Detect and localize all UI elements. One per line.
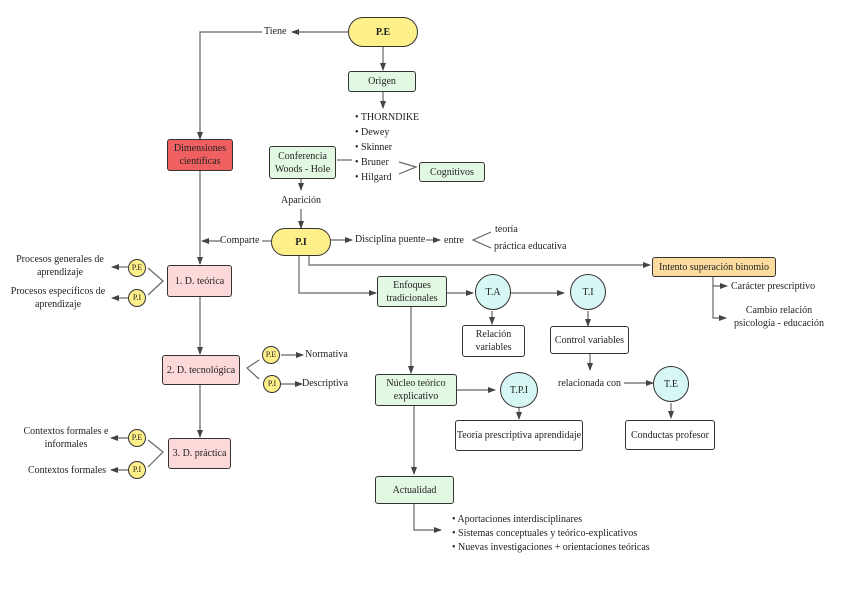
label-relacionada-con: relacionada con (558, 378, 622, 389)
node-d-practica[interactable]: 3. D. práctica (168, 438, 231, 469)
origen-list: THORNDIKE Dewey Skinner Bruner Hilgard (355, 110, 419, 185)
node-teoria-prescriptiva-aprendidaje[interactable]: Teoría prescriptiva aprendidaje (455, 420, 583, 451)
label-normativa: Normativa (305, 349, 348, 360)
label-caracter-prescriptivo: Carácter prescriptivo (731, 281, 816, 292)
node-teorica-pe[interactable]: P.E (128, 259, 146, 277)
label-comparte: Comparte (220, 235, 260, 246)
node-enfoques-tradicionales[interactable]: Enfoques tradicionales (377, 276, 447, 307)
label-contextos-formales-informales: Contextos formales e informales (23, 426, 109, 450)
actualidad-item: Sistemas conceptuales y teórico-explicat… (452, 527, 650, 541)
node-relacion-variables[interactable]: Relación variables (462, 325, 525, 357)
node-cognitivos[interactable]: Cognitivos (419, 162, 485, 182)
edge-intento-cambio (712, 286, 727, 321)
label-descriptiva: Descriptiva (302, 378, 349, 389)
node-d-tecnologica[interactable]: 2. D. tecnológica (162, 355, 240, 385)
origen-item: Bruner (355, 155, 419, 170)
label-procesos-especificos: Procesos específicos de aprendizaje (10, 286, 106, 310)
node-origen[interactable]: Origen (348, 71, 416, 92)
node-conferencia-woods-hole[interactable]: Conferencia Woods - Hole (269, 146, 336, 179)
node-actualidad[interactable]: Actualidad (375, 476, 454, 504)
node-tecno-pi[interactable]: P.I (263, 375, 281, 393)
edge-pi-intento (308, 255, 651, 268)
edge-tiene-dimensiones (197, 31, 262, 140)
node-ta[interactable]: T.A (475, 274, 511, 310)
bracket-practica (147, 439, 164, 468)
node-te[interactable]: T.E (653, 366, 689, 402)
node-practica-pe[interactable]: P.E (128, 429, 146, 447)
node-pe[interactable]: P.E (348, 17, 418, 47)
origen-item: THORNDIKE (355, 110, 419, 125)
origen-item: Hilgard (355, 170, 419, 185)
origen-item: Skinner (355, 140, 419, 155)
node-dimensiones-cientificas[interactable]: Dimensiones científicas (167, 139, 233, 171)
node-conductas-profesor[interactable]: Conductas profesor (625, 420, 715, 450)
label-procesos-generales: Procesos generales de aprendizaje (16, 254, 104, 278)
label-entre: entre (444, 235, 464, 246)
edge-actualidad-list (413, 504, 442, 533)
origen-item: Dewey (355, 125, 419, 140)
node-tecno-pe[interactable]: P.E (262, 346, 280, 364)
node-nucleo-teorico-explicativo[interactable]: Núcleo teórico explicativo (375, 374, 457, 406)
node-teorica-pi[interactable]: P.I (128, 289, 146, 307)
actualidad-item: Nuevas investigaciones + orientaciones t… (452, 541, 650, 555)
node-tpi[interactable]: T.P.I (500, 372, 538, 408)
label-aparicion: Aparición (281, 195, 321, 206)
node-d-teorica[interactable]: 1. D. teórica (167, 265, 232, 297)
node-pi[interactable]: P.I (271, 228, 331, 256)
label-tiene: Tiene (264, 26, 287, 37)
bracket-entre (471, 231, 492, 249)
bracket-tecnologica (246, 359, 260, 380)
label-contextos-formales: Contextos formales (28, 465, 107, 476)
node-control-variables[interactable]: Control variables (550, 326, 629, 354)
label-cambio-relacion: Cambio relación psicología - educación (734, 305, 824, 329)
actualidad-list: Aportaciones interdisciplinares Sistemas… (452, 513, 650, 555)
label-practica-educativa: práctica educativa (494, 241, 567, 252)
node-intento-superacion-binomio[interactable]: Intento superación binomio (652, 257, 776, 277)
label-teoria: teoría (495, 224, 518, 235)
bracket-teorica (147, 267, 164, 296)
actualidad-item: Aportaciones interdisciplinares (452, 513, 650, 527)
label-disciplina-puente: Disciplina puente (355, 234, 426, 245)
node-ti[interactable]: T.I (570, 274, 606, 310)
edge-intento-caracter (712, 277, 728, 289)
node-practica-pi[interactable]: P.I (128, 461, 146, 479)
edge-pi-enfoques (298, 255, 377, 296)
